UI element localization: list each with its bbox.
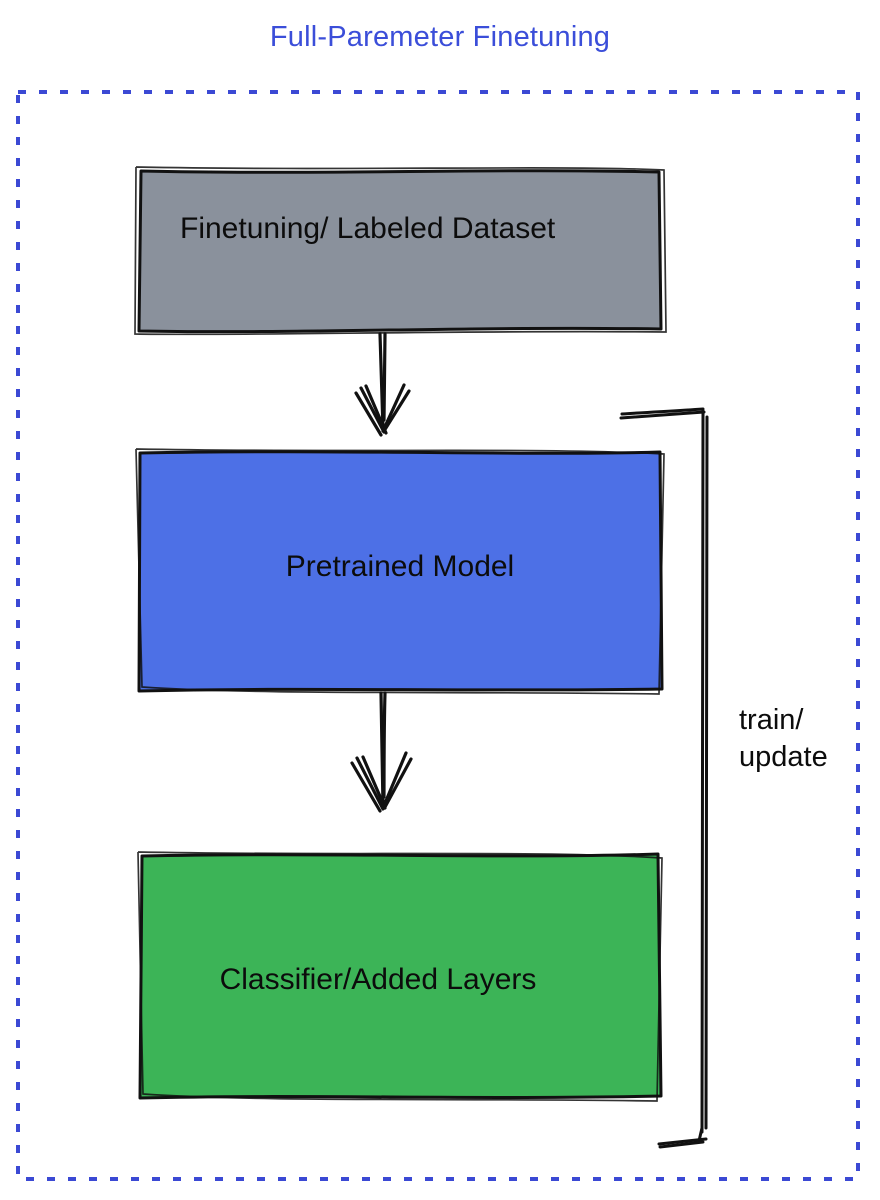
- node-classifier-shape: [138, 852, 663, 1100]
- bracket-bottom-hook: [657, 1137, 708, 1146]
- node-dataset-shape: [137, 169, 663, 334]
- bracket-vertical-double: [704, 415, 709, 1130]
- arrow-pretrained-to-classifier-icon: [350, 691, 413, 813]
- node-classifier-label: Classifier/Added Layers: [219, 963, 537, 996]
- sketch-overlay: [135, 448, 665, 695]
- arrow-wing: [383, 757, 413, 809]
- arrow-wing: [361, 755, 387, 810]
- arrow-dataset-to-pretrained-icon: [354, 332, 411, 437]
- diagram-title: Full-Paremeter Finetuning: [269, 21, 611, 53]
- arrow-wing: [355, 756, 385, 811]
- sketch-overlay: [137, 851, 663, 1102]
- arrow-wing: [382, 389, 411, 433]
- arrow-shaft-double: [382, 332, 387, 422]
- bracket-bottom-hook-double: [658, 1140, 705, 1149]
- train-update-bracket: [619, 407, 709, 1149]
- node-dataset-label: Finetuning/ Labeled Dataset: [180, 212, 556, 245]
- train-update-label: train/ update: [739, 704, 828, 773]
- dashed-frame: [16, 90, 860, 1181]
- arrow-wing: [364, 384, 388, 435]
- bracket-vertical: [700, 409, 705, 1134]
- node-dataset-box: [134, 166, 667, 336]
- arrow-wing: [354, 391, 383, 437]
- node-pretrained-label: Pretrained Model: [285, 550, 515, 583]
- sketch-overlay: [134, 166, 667, 336]
- bracket-top-hook-double: [620, 407, 705, 416]
- node-pretrained-shape: [137, 450, 664, 693]
- node-classifier-box: [137, 851, 663, 1102]
- arrow-wing: [381, 751, 408, 810]
- arrow-wing: [381, 383, 406, 433]
- arrow-wing: [350, 761, 382, 813]
- bracket-top-hook: [619, 410, 706, 420]
- arrow-wing: [359, 386, 386, 434]
- node-pretrained-box: [135, 448, 665, 695]
- arrow-shaft-double: [382, 691, 387, 799]
